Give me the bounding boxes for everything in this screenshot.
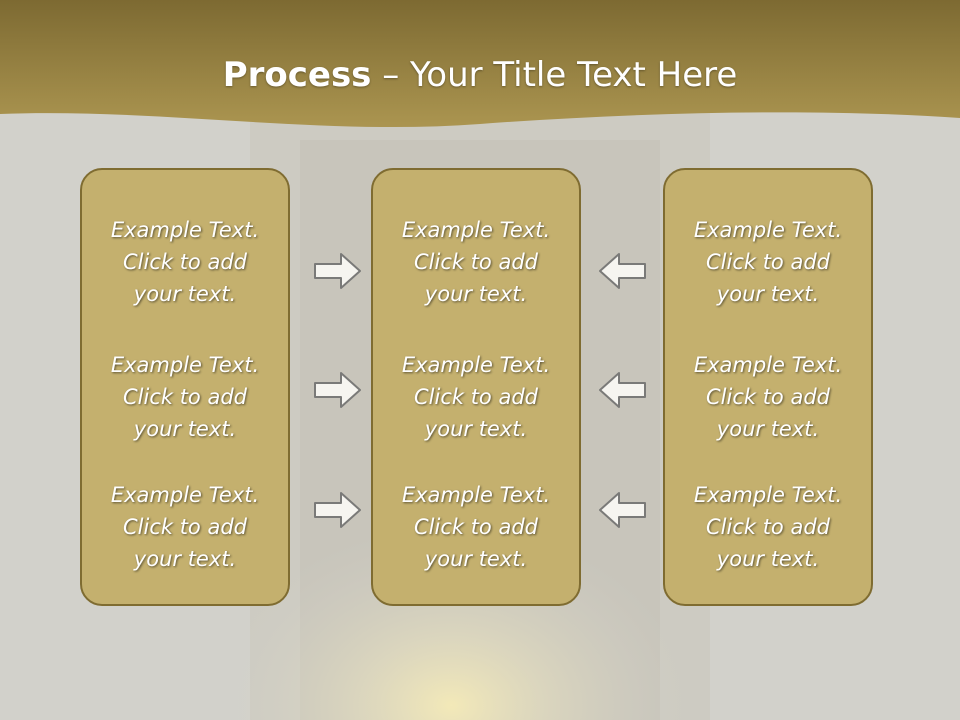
line: Click to add	[705, 515, 830, 539]
line: your text.	[133, 547, 237, 571]
line: Click to add	[413, 250, 538, 274]
line: your text.	[133, 282, 237, 306]
line: your text.	[716, 282, 820, 306]
title-rest: – Your Title Text Here	[371, 55, 738, 95]
process-box-left[interactable]: Example Text. Click to add your text. Ex…	[80, 168, 290, 606]
line: Example Text.	[401, 218, 551, 242]
text-placeholder[interactable]: Example Text. Click to add your text.	[82, 349, 288, 445]
line: Example Text.	[110, 353, 260, 377]
arrow-left-icon	[599, 253, 646, 289]
text-placeholder[interactable]: Example Text. Click to add your text.	[373, 349, 579, 445]
arrow-right-icon	[314, 253, 361, 289]
arrow-left-icon	[599, 492, 646, 528]
line: your text.	[716, 547, 820, 571]
text-placeholder[interactable]: Example Text. Click to add your text.	[665, 214, 871, 310]
line: your text.	[424, 417, 528, 441]
process-box-center[interactable]: Example Text. Click to add your text. Ex…	[371, 168, 581, 606]
line: your text.	[716, 417, 820, 441]
text-placeholder[interactable]: Example Text. Click to add your text.	[373, 214, 579, 310]
arrow-right-icon	[314, 492, 361, 528]
text-placeholder[interactable]: Example Text. Click to add your text.	[82, 479, 288, 575]
arrow-left-icon	[599, 372, 646, 408]
text-placeholder[interactable]: Example Text. Click to add your text.	[82, 214, 288, 310]
line: Click to add	[705, 385, 830, 409]
line: Click to add	[413, 385, 538, 409]
line: Example Text.	[693, 483, 843, 507]
slide-title[interactable]: Process – Your Title Text Here	[0, 52, 960, 98]
line: Click to add	[413, 515, 538, 539]
process-box-right[interactable]: Example Text. Click to add your text. Ex…	[663, 168, 873, 606]
line: your text.	[424, 547, 528, 571]
line: Click to add	[122, 385, 247, 409]
line: Example Text.	[693, 353, 843, 377]
text-placeholder[interactable]: Example Text. Click to add your text.	[665, 349, 871, 445]
text-placeholder[interactable]: Example Text. Click to add your text.	[373, 479, 579, 575]
line: Click to add	[122, 515, 247, 539]
line: Example Text.	[401, 483, 551, 507]
line: Example Text.	[693, 218, 843, 242]
line: Click to add	[122, 250, 247, 274]
line: Example Text.	[110, 218, 260, 242]
line: your text.	[133, 417, 237, 441]
line: Click to add	[705, 250, 830, 274]
line: Example Text.	[401, 353, 551, 377]
line: Example Text.	[110, 483, 260, 507]
title-bold: Process	[222, 55, 372, 95]
line: your text.	[424, 282, 528, 306]
arrow-right-icon	[314, 372, 361, 408]
text-placeholder[interactable]: Example Text. Click to add your text.	[665, 479, 871, 575]
